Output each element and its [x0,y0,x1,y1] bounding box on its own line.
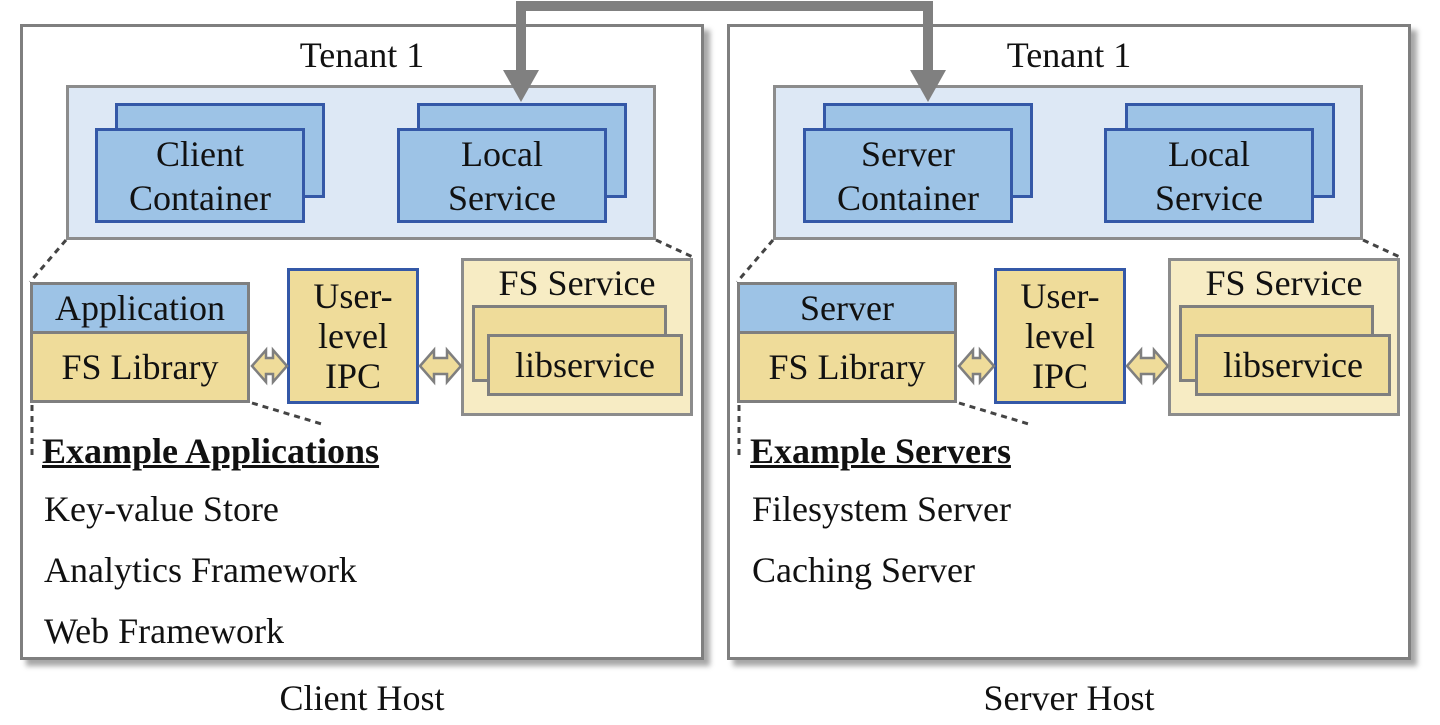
server-local-service-line2: Service [1155,177,1263,218]
client-tenant-title: Tenant 1 [299,35,425,75]
server-ipc-box: User- level IPC [994,268,1126,404]
server-ipc-line3: IPC [1031,356,1089,396]
server-local-service-card: Local Service [1104,128,1314,223]
client-local-service-line1: Local [461,133,543,174]
server-container-line1: Server [861,133,955,174]
client-examples-heading: Example Applications [42,431,380,471]
client-ipc-line3: IPC [324,356,382,396]
client-container-line1: Client [156,133,244,174]
client-example-item: Analytics Framework [44,550,357,590]
server-host-caption: Server Host [983,678,1155,718]
server-ipc-line2: level [1025,316,1095,356]
client-fs-service-title: FS Service [498,263,656,303]
server-ipc-service-double-arrow [1125,346,1170,386]
server-container-card: Server Container [803,128,1013,223]
client-host-caption: Client Host [279,678,445,718]
server-fs-library-box: FS Library [737,331,957,403]
client-fs-library-box: FS Library [30,331,250,403]
client-container-card: Client Container [95,128,305,223]
client-lib-ipc-double-arrow [250,346,289,386]
client-example-item: Web Framework [44,611,285,651]
server-tenant-title: Tenant 1 [1006,35,1132,75]
server-ipc-line1: User- [1020,276,1100,316]
client-container-line2: Container [129,177,271,218]
server-libservice-card: libservice [1195,334,1391,396]
callout-dashed-lines [28,238,1403,460]
server-lib-ipc-double-arrow [957,346,996,386]
server-fs-service-title: FS Service [1205,263,1363,303]
server-container-line2: Container [837,177,979,218]
server-example-item: Caching Server [752,550,975,590]
cross-host-connector [503,1,946,102]
client-ipc-line2: level [318,316,388,356]
server-local-service-line1: Local [1168,133,1250,174]
client-ipc-line1: User- [313,276,393,316]
client-local-service-line2: Service [448,177,556,218]
client-ipc-service-double-arrow [418,346,463,386]
server-example-item: Filesystem Server [752,489,1011,529]
client-libservice-card: libservice [487,334,683,396]
client-example-item: Key-value Store [44,489,279,529]
server-examples-heading: Example Servers [750,431,1011,471]
client-ipc-box: User- level IPC [287,268,419,404]
client-local-service-card: Local Service [397,128,607,223]
